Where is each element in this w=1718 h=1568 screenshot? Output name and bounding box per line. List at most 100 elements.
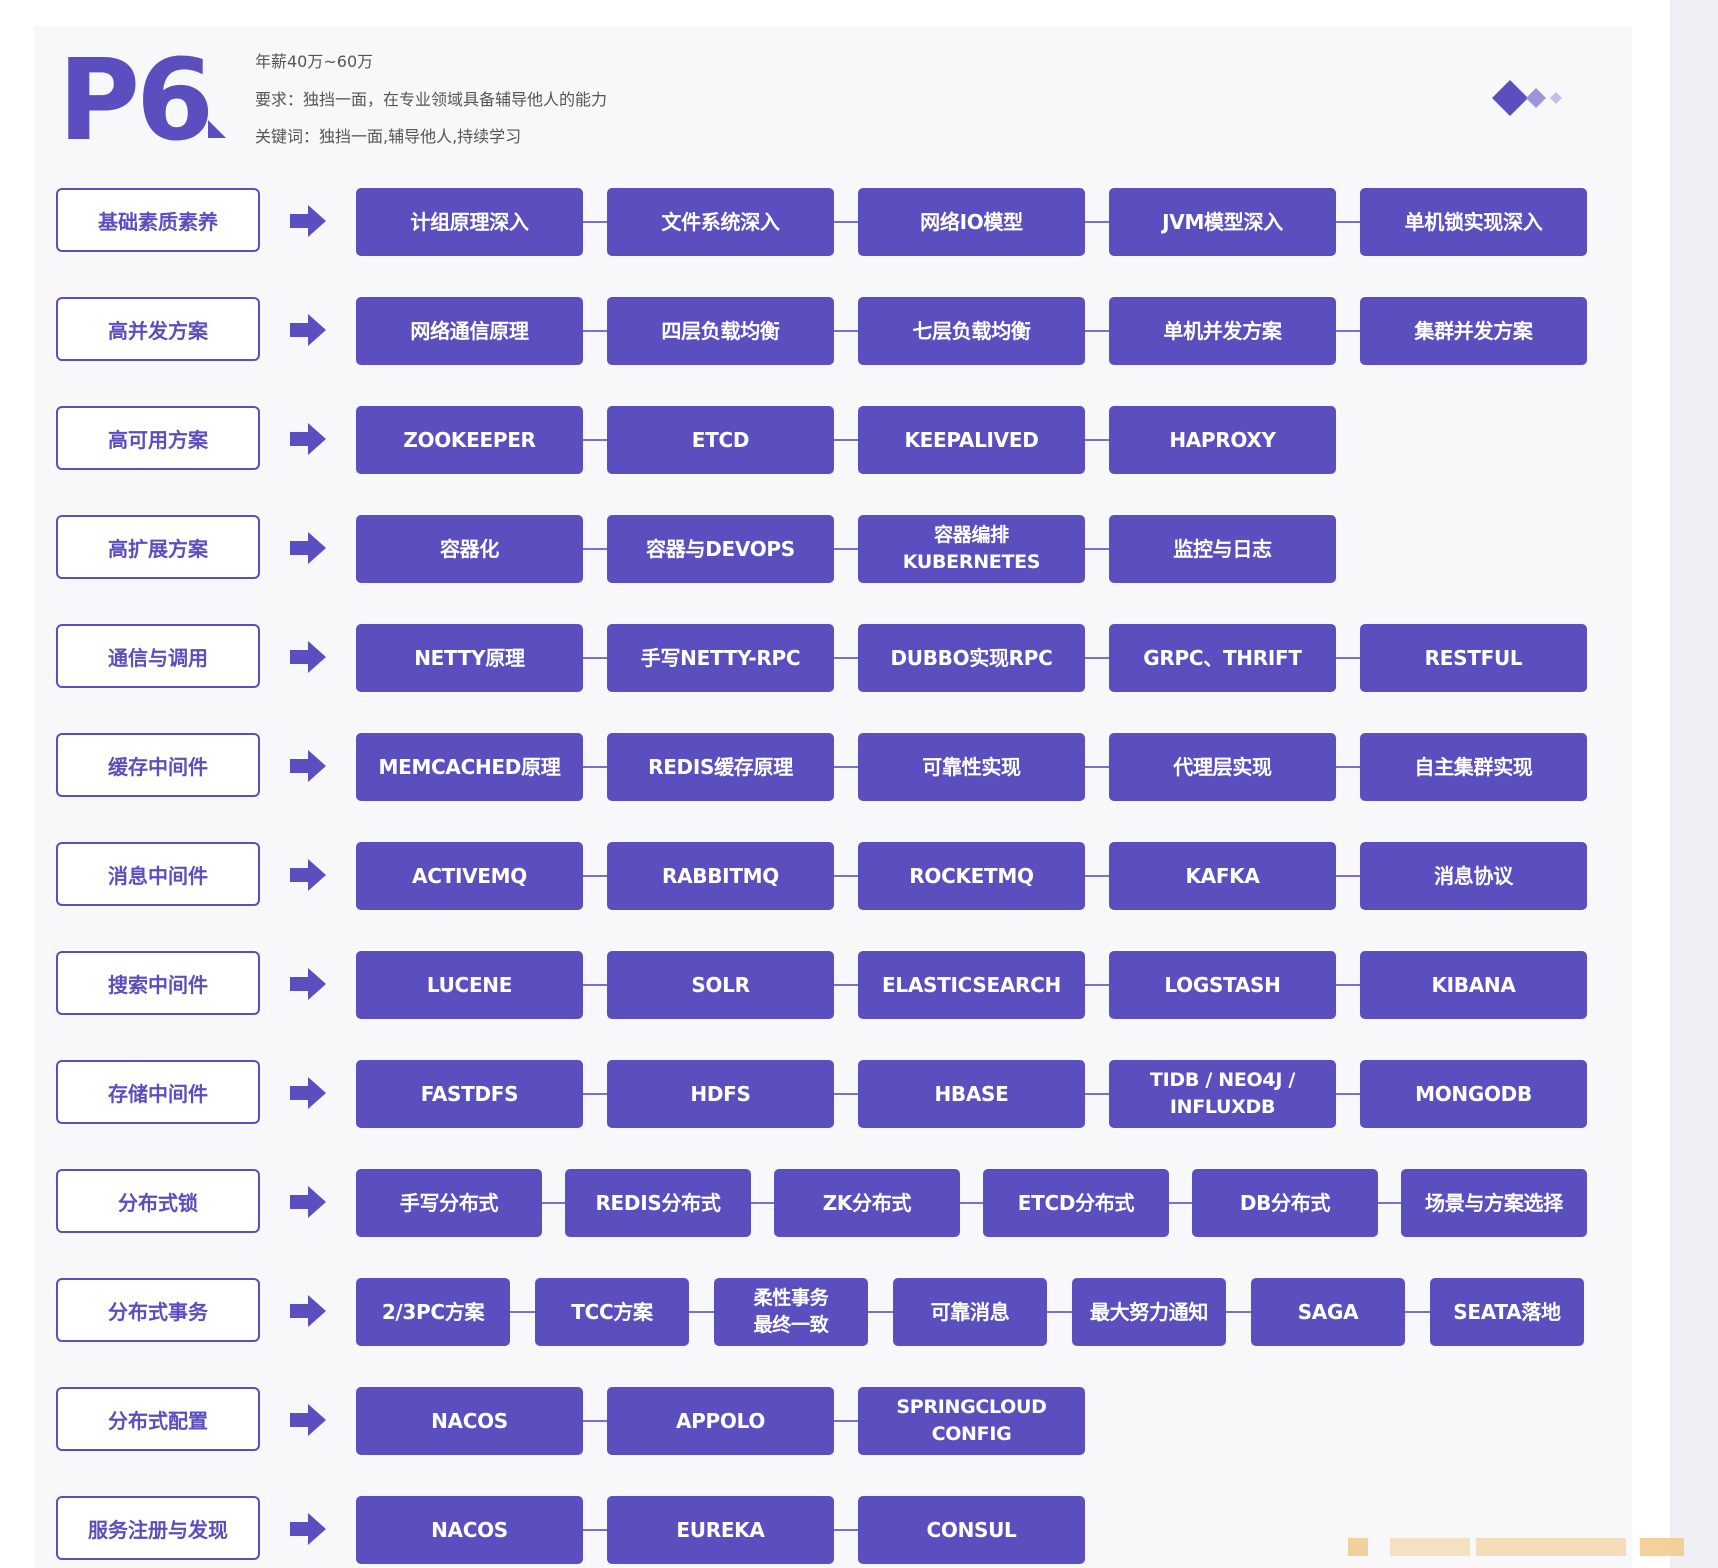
topic-box: ZOOKEEPER	[356, 406, 583, 474]
arrow-right-icon	[290, 968, 326, 1000]
topic-box: 容器与DEVOPS	[607, 515, 834, 583]
topic-box: 网络IO模型	[858, 188, 1085, 256]
topic-box: 网络通信原理	[356, 297, 583, 365]
arrow-right-icon	[290, 1404, 326, 1436]
page-right-strip	[1670, 0, 1718, 1568]
topic-box: 集群并发方案	[1360, 297, 1587, 365]
topic-box: SEATA落地	[1430, 1278, 1584, 1346]
arrow-right-icon	[290, 532, 326, 564]
topic-box: ETCD分布式	[983, 1169, 1169, 1237]
topic-box: 消息协议	[1360, 842, 1587, 910]
topic-box: CONSUL	[858, 1496, 1085, 1564]
category-label: 搜索中间件	[56, 951, 260, 1015]
topic-box: FASTDFS	[356, 1060, 583, 1128]
topic-box: REDIS分布式	[565, 1169, 751, 1237]
arrow-right-icon	[290, 423, 326, 455]
category-label: 基础素质素养	[56, 188, 260, 252]
category-label: 消息中间件	[56, 842, 260, 906]
category-label: 服务注册与发现	[56, 1496, 260, 1560]
category-label: 分布式锁	[56, 1169, 260, 1233]
topic-box: HBASE	[858, 1060, 1085, 1128]
topic-box: JVM模型深入	[1109, 188, 1336, 256]
category-label: 存储中间件	[56, 1060, 260, 1124]
topic-box: 可靠消息	[893, 1278, 1047, 1346]
category-label: 高扩展方案	[56, 515, 260, 579]
watermark-block	[1640, 1538, 1684, 1556]
topic-box: HAPROXY	[1109, 406, 1336, 474]
watermark-block	[1476, 1538, 1626, 1556]
topic-box: 手写NETTY-RPC	[607, 624, 834, 692]
topic-box: NACOS	[356, 1496, 583, 1564]
topic-box: 容器化	[356, 515, 583, 583]
topic-box: NETTY原理	[356, 624, 583, 692]
category-label: 分布式配置	[56, 1387, 260, 1451]
topic-box: SPRINGCLOUD CONFIG	[858, 1387, 1085, 1455]
topic-box: 单机锁实现深入	[1360, 188, 1587, 256]
topic-box: 手写分布式	[356, 1169, 542, 1237]
topic-box: 计组原理深入	[356, 188, 583, 256]
arrow-right-icon	[290, 1295, 326, 1327]
level-corner-arrow-icon	[208, 120, 226, 138]
requirement-text: 要求：独挡一面，在专业领域具备辅导他人的能力	[255, 90, 608, 109]
topic-box: DUBBO实现RPC	[858, 624, 1085, 692]
topic-box: RESTFUL	[1360, 624, 1587, 692]
topic-box: HDFS	[607, 1060, 834, 1128]
roadmap-row: 基础素质素养 计组原理深入文件系统深入网络IO模型 JVM模型深入单机锁实现深入	[0, 188, 1718, 258]
topic-box: 四层负载均衡	[607, 297, 834, 365]
topic-box: APPOLO	[607, 1387, 834, 1455]
diamond-decoration-icon	[1492, 80, 1562, 116]
topic-box: LUCENE	[356, 951, 583, 1019]
arrow-right-icon	[290, 750, 326, 782]
topic-box: KEEPALIVED	[858, 406, 1085, 474]
topic-box: 文件系统深入	[607, 188, 834, 256]
topic-box: 容器编排 KUBERNETES	[858, 515, 1085, 583]
topic-box: TIDB / NEO4J / INFLUXDB	[1109, 1060, 1336, 1128]
watermark-block	[1390, 1538, 1470, 1556]
topic-box: 可靠性实现	[858, 733, 1085, 801]
topic-box: DB分布式	[1192, 1169, 1378, 1237]
roadmap-row: 高并发方案网络通信原理四层负载均衡七层负载均衡单机并发方案集群并发方案	[0, 297, 1718, 367]
roadmap-row: 高可用方案 ZOOKEEPER ETCD KEEPALIVED HAPROXY	[0, 406, 1718, 476]
topic-box: REDIS缓存原理	[607, 733, 834, 801]
topic-box: 场景与方案选择	[1401, 1169, 1587, 1237]
roadmap-row: 通信与调用 NETTY原理手写NETTY-RPC DUBBO实现RPC GRPC、TH…	[0, 624, 1718, 694]
topic-box: LOGSTASH	[1109, 951, 1336, 1019]
category-label: 高并发方案	[56, 297, 260, 361]
arrow-right-icon	[290, 314, 326, 346]
salary-text: 年薪40万~60万	[255, 52, 374, 71]
topic-box: ELASTICSEARCH	[858, 951, 1085, 1019]
topic-box: MONGODB	[1360, 1060, 1587, 1128]
roadmap-row: 缓存中间件 MEMCACHED原理 REDIS缓存原理可靠性实现代理层实现自主集群实…	[0, 733, 1718, 803]
topic-box: 最大努力通知	[1072, 1278, 1226, 1346]
roadmap-row: 服务注册与发现 NACOS EUREKA CONSUL	[0, 1496, 1718, 1566]
topic-box: MEMCACHED原理	[356, 733, 583, 801]
topic-box: 单机并发方案	[1109, 297, 1336, 365]
category-label: 通信与调用	[56, 624, 260, 688]
roadmap-row: 存储中间件 FASTDFS HDFS HBASE TIDB / NEO4J / INFL…	[0, 1060, 1718, 1130]
category-label: 高可用方案	[56, 406, 260, 470]
connector-line	[356, 1202, 1587, 1204]
topic-box: ACTIVEMQ	[356, 842, 583, 910]
topic-box: SOLR	[607, 951, 834, 1019]
topic-box: EUREKA	[607, 1496, 834, 1564]
keywords-text: 关键词：独挡一面,辅导他人,持续学习	[255, 127, 522, 146]
topic-box: 2/3PC方案	[356, 1278, 510, 1346]
topic-box: 自主集群实现	[1360, 733, 1587, 801]
category-label: 缓存中间件	[56, 733, 260, 797]
level-title: P6	[58, 36, 214, 166]
topic-box: RABBITMQ	[607, 842, 834, 910]
arrow-right-icon	[290, 205, 326, 237]
connector-line	[356, 548, 1336, 550]
arrow-right-icon	[290, 641, 326, 673]
arrow-right-icon	[290, 1077, 326, 1109]
category-label: 分布式事务	[56, 1278, 260, 1342]
topic-box: 代理层实现	[1109, 733, 1336, 801]
roadmap-row: 高扩展方案 容器化容器与DEVOPS 容器编排 KUBERNETES 监控与日志	[0, 515, 1718, 585]
topic-box: 监控与日志	[1109, 515, 1336, 583]
topic-box: ETCD	[607, 406, 834, 474]
topic-box: GRPC、THRIFT	[1109, 624, 1336, 692]
